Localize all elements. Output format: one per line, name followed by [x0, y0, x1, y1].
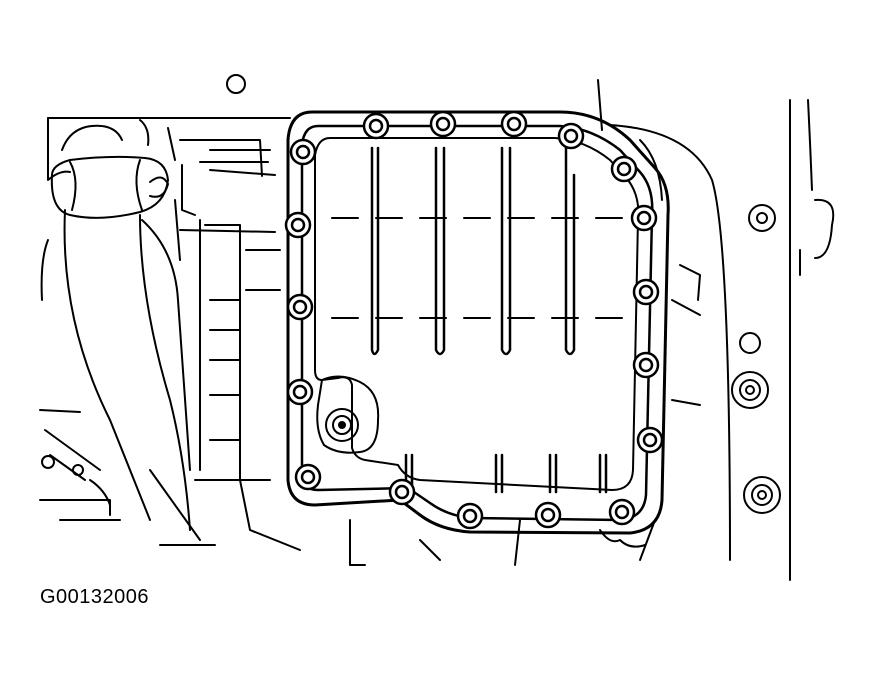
pan-cross-lines — [331, 217, 641, 319]
engine-structure-right — [349, 79, 835, 581]
oil-pan — [286, 110, 670, 535]
drain-plug-icon — [325, 408, 359, 442]
figure-code: G00132006 — [40, 586, 150, 608]
engine-structure-left — [39, 117, 301, 551]
coolant-hose — [50, 155, 191, 531]
chassis-bolt-icons — [731, 204, 781, 514]
mount-hole-icon — [226, 74, 246, 94]
pan-ribs — [370, 146, 608, 494]
pan-bolt-icons — [284, 110, 664, 530]
